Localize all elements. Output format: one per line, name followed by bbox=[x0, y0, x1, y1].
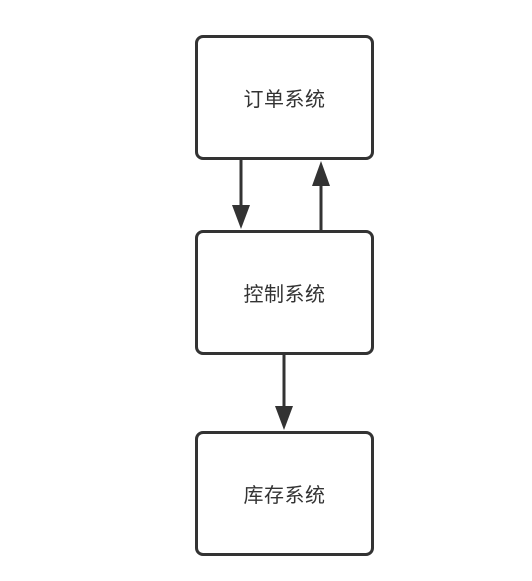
node-inventory-system[interactable]: 库存系统 bbox=[195, 431, 374, 556]
edge-control-to-inventory bbox=[275, 355, 293, 430]
edge-control-to-order bbox=[312, 161, 330, 230]
node-control-system[interactable]: 控制系统 bbox=[195, 230, 374, 355]
edge-order-to-control bbox=[232, 160, 250, 229]
node-control-system-label: 控制系统 bbox=[243, 282, 326, 306]
node-order-system-label: 订单系统 bbox=[243, 87, 326, 111]
node-order-system[interactable]: 订单系统 bbox=[195, 35, 374, 160]
node-inventory-system-label: 库存系统 bbox=[243, 483, 326, 507]
